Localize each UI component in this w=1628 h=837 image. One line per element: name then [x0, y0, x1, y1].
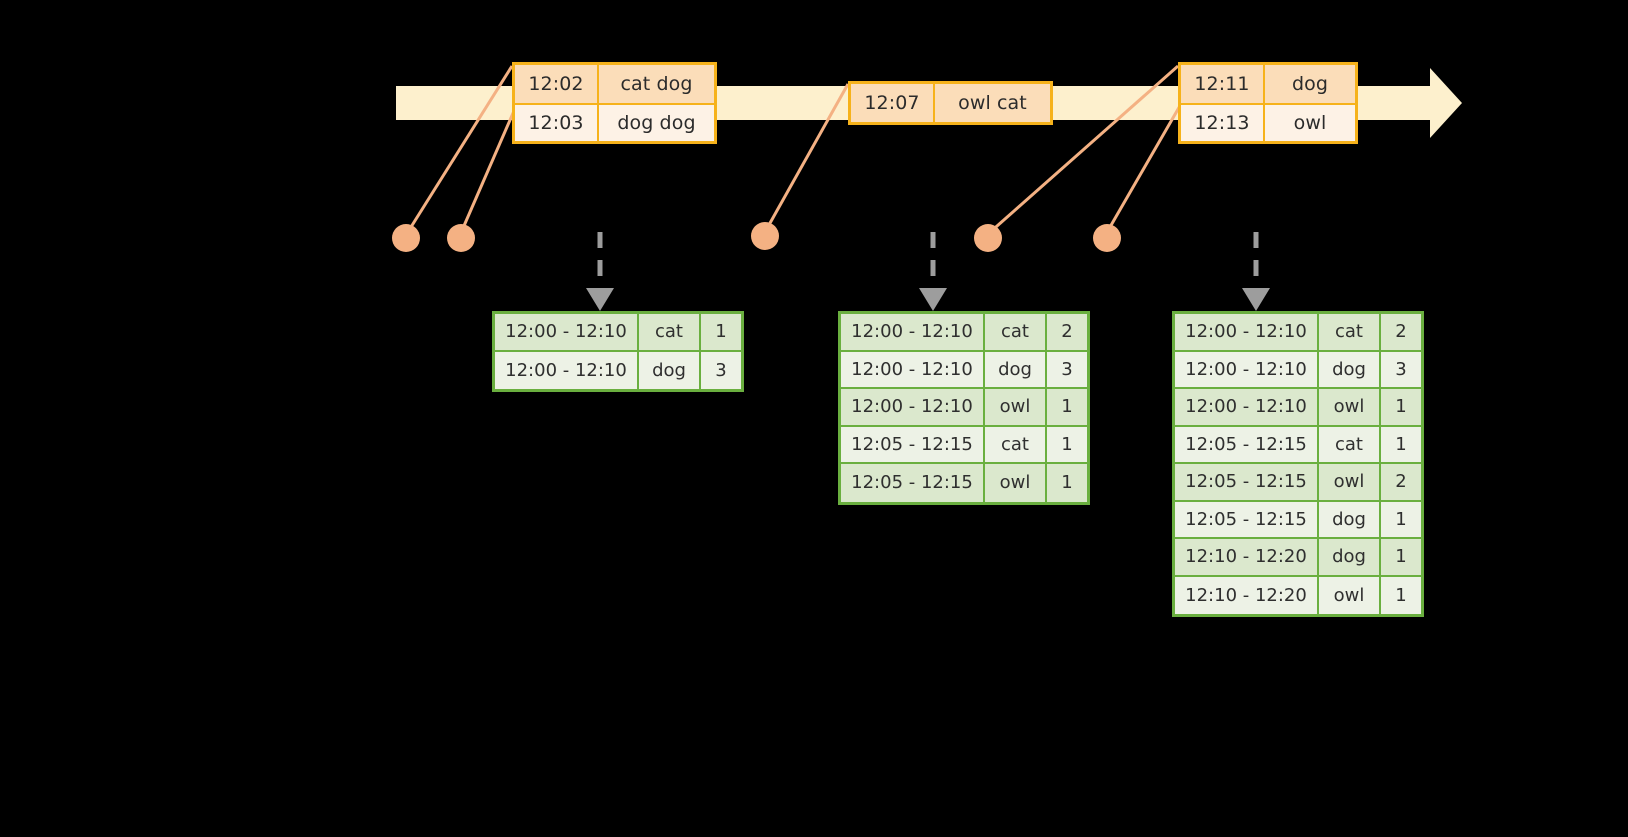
dot-12-13	[1093, 224, 1121, 252]
dashed-arrow-to-table-1-head	[586, 288, 614, 311]
table-cell-key: cat	[985, 314, 1047, 350]
event-row: 12:07 owl cat	[851, 84, 1050, 122]
table-cell-window: 12:05 - 12:15	[841, 426, 985, 462]
connector-12-13-line	[1104, 103, 1183, 235]
table-cell-window: 12:05 - 12:15	[1175, 464, 1319, 500]
table-cell-key: dog	[1319, 351, 1381, 387]
table-cell-key: dog	[1319, 501, 1381, 537]
table-cell-count: 1	[1381, 576, 1421, 614]
connector-12-07-line	[763, 83, 850, 233]
table-cell-count: 3	[701, 351, 741, 389]
table-cell-key: owl	[985, 389, 1047, 425]
event-row: 12:11 dog	[1181, 65, 1355, 103]
event-group-3: 12:11 dog 12:13 owl	[1178, 62, 1358, 144]
table-cell-window: 12:05 - 12:15	[1175, 501, 1319, 537]
dot-12-03	[447, 224, 475, 252]
event-row: 12:03 dog dog	[515, 103, 714, 141]
table-cell-key: dog	[1319, 539, 1381, 575]
event-row: 12:13 owl	[1181, 103, 1355, 141]
table-cell-count: 1	[1381, 389, 1421, 425]
event-words: owl cat	[935, 84, 1050, 122]
dot-12-11	[974, 224, 1002, 252]
table-cell-count: 1	[1047, 426, 1087, 462]
table-cell-key: cat	[1319, 314, 1381, 350]
table-cell-count: 1	[1047, 464, 1087, 502]
table-cell-key: owl	[985, 464, 1047, 502]
table-cell-count: 1	[1381, 426, 1421, 462]
table-cell-count: 1	[1381, 501, 1421, 537]
table-cell-window: 12:00 - 12:10	[1175, 314, 1319, 350]
event-words: dog dog	[599, 105, 714, 141]
table-cell-count: 3	[1381, 351, 1421, 387]
table-cell-count: 2	[1381, 464, 1421, 500]
table-cell-window: 12:00 - 12:10	[841, 314, 985, 350]
table-cell-key: owl	[1319, 389, 1381, 425]
event-time: 12:03	[515, 105, 599, 141]
table-cell-window: 12:00 - 12:10	[1175, 351, 1319, 387]
connector-12-02-line	[404, 65, 514, 236]
table-cell-count: 2	[1047, 314, 1087, 350]
table-cell-count: 1	[1047, 389, 1087, 425]
table-cell-window: 12:00 - 12:10	[841, 351, 985, 387]
connector-dots	[392, 222, 1121, 252]
event-group-1: 12:02 cat dog 12:03 dog dog	[512, 62, 717, 144]
event-time: 12:13	[1181, 105, 1265, 141]
table-cell-key: cat	[985, 426, 1047, 462]
table-cell-key: cat	[1319, 426, 1381, 462]
table-cell-window: 12:05 - 12:15	[1175, 426, 1319, 462]
event-words: cat dog	[599, 65, 714, 103]
table-cell-count: 1	[1381, 539, 1421, 575]
table-cell-key: dog	[639, 351, 701, 389]
dot-12-02	[392, 224, 420, 252]
table-cell-window: 12:05 - 12:15	[841, 464, 985, 502]
dashed-arrows	[597, 232, 1259, 292]
event-group-2: 12:07 owl cat	[848, 81, 1053, 125]
table-cell-count: 2	[1381, 314, 1421, 350]
event-time: 12:02	[515, 65, 599, 103]
table-cell-window: 12:10 - 12:20	[1175, 576, 1319, 614]
table-cell-key: cat	[639, 314, 701, 350]
table-cell-key: owl	[1319, 576, 1381, 614]
table-cell-key: dog	[985, 351, 1047, 387]
dashed-arrow-to-table-2-head	[919, 288, 947, 311]
table-cell-key: owl	[1319, 464, 1381, 500]
event-time: 12:07	[851, 84, 935, 122]
table-cell-window: 12:00 - 12:10	[841, 389, 985, 425]
table-cell-count: 3	[1047, 351, 1087, 387]
event-words: owl	[1265, 105, 1355, 141]
connector-12-03-line	[458, 103, 519, 236]
table-cell-window: 12:00 - 12:10	[1175, 389, 1319, 425]
table-cell-count: 1	[701, 314, 741, 350]
event-words: dog	[1265, 65, 1355, 103]
dashed-arrow-to-table-3-head	[1242, 288, 1270, 311]
table-cell-window: 12:00 - 12:10	[495, 314, 639, 350]
event-time: 12:11	[1181, 65, 1265, 103]
event-row: 12:02 cat dog	[515, 65, 714, 103]
table-cell-window: 12:00 - 12:10	[495, 351, 639, 389]
table-cell-window: 12:10 - 12:20	[1175, 539, 1319, 575]
dot-12-07	[751, 222, 779, 250]
dashed-arrow-heads	[586, 288, 1270, 311]
